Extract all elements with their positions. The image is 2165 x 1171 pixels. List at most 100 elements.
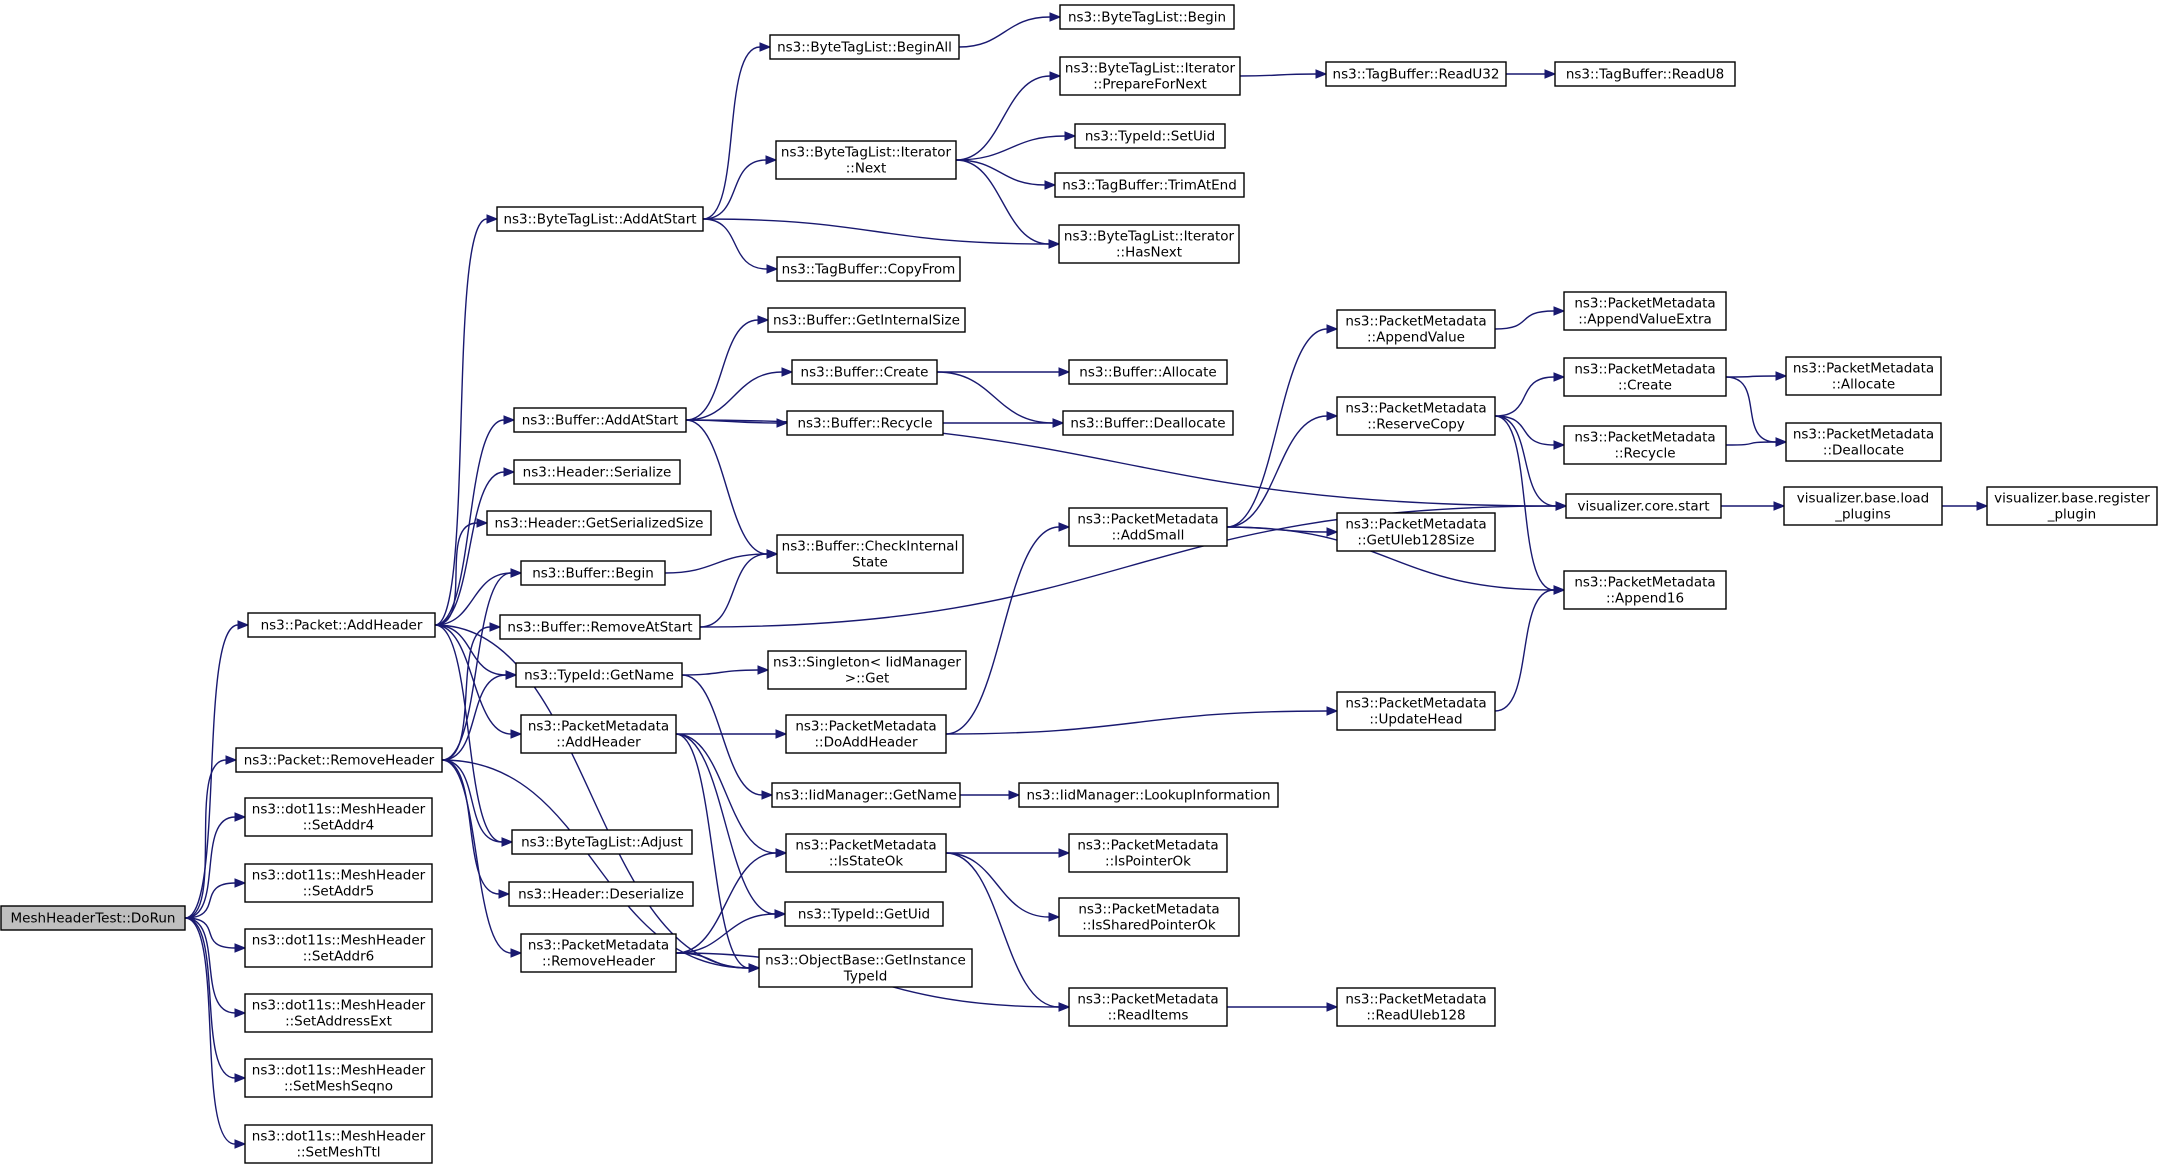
node-box[interactable] [758, 948, 973, 988]
node-buf_create[interactable]: ns3::Buffer::Create [791, 359, 938, 385]
node-box[interactable] [1074, 123, 1226, 149]
node-buf_recycle[interactable]: ns3::Buffer::Recycle [786, 410, 944, 436]
node-box[interactable] [1563, 291, 1727, 331]
node-box[interactable] [520, 714, 677, 754]
node-box[interactable] [244, 863, 433, 903]
node-pm_readuleb128[interactable]: ns3::PacketMetadata::ReadUleb128 [1336, 987, 1496, 1027]
node-buf_getinternalsize[interactable]: ns3::Buffer::GetInternalSize [767, 307, 966, 333]
node-box[interactable] [1783, 486, 1943, 526]
node-box[interactable] [244, 1124, 433, 1164]
node-box[interactable] [1563, 357, 1727, 397]
node-box[interactable] [520, 933, 677, 973]
node-pm_readitems[interactable]: ns3::PacketMetadata::ReadItems [1068, 987, 1228, 1027]
node-hdr_getsersize[interactable]: ns3::Header::GetSerializedSize [486, 510, 712, 536]
node-box[interactable] [520, 560, 666, 586]
node-btli_preparefornext[interactable]: ns3::ByteTagList::Iterator::PrepareForNe… [1059, 56, 1241, 96]
node-box[interactable] [1563, 425, 1727, 465]
node-hdr_serialize[interactable]: ns3::Header::Serialize [513, 459, 681, 485]
node-box[interactable] [496, 206, 704, 232]
node-pm_doaddheader[interactable]: ns3::PacketMetadata::DoAddHeader [785, 714, 947, 754]
node-box[interactable] [1068, 833, 1228, 873]
node-buf_removeatstart[interactable]: ns3::Buffer::RemoveAtStart [499, 614, 701, 640]
node-addheader[interactable]: ns3::Packet::AddHeader [247, 612, 436, 638]
node-box[interactable] [235, 747, 443, 773]
node-hdr_deserialize[interactable]: ns3::Header::Deserialize [508, 881, 694, 907]
node-box[interactable] [767, 650, 967, 690]
node-btli_next[interactable]: ns3::ByteTagList::Iterator::Next [775, 140, 957, 180]
node-viz_register_plugin[interactable]: visualizer.base.register_plugin [1986, 486, 2158, 526]
node-box[interactable] [244, 993, 433, 1033]
node-box[interactable] [1068, 359, 1228, 385]
node-setaddr5[interactable]: ns3::dot11s::MeshHeader::SetAddr5 [244, 863, 433, 903]
node-typeid_getuid[interactable]: ns3::TypeId::GetUid [784, 901, 944, 927]
node-box[interactable] [786, 410, 944, 436]
node-setaddr4[interactable]: ns3::dot11s::MeshHeader::SetAddr4 [244, 797, 433, 837]
node-box[interactable] [1986, 486, 2158, 526]
node-box[interactable] [1785, 356, 1942, 396]
node-pm_create[interactable]: ns3::PacketMetadata::Create [1563, 357, 1727, 397]
node-box[interactable] [1059, 4, 1235, 30]
node-box[interactable] [1336, 309, 1496, 349]
node-tb_copyfrom[interactable]: ns3::TagBuffer::CopyFrom [776, 256, 961, 282]
node-box[interactable] [1054, 172, 1245, 198]
node-pm_isstateok[interactable]: ns3::PacketMetadata::IsStateOk [785, 833, 947, 873]
node-box[interactable] [513, 459, 681, 485]
node-pm_getuleb128size[interactable]: ns3::PacketMetadata::GetUleb128Size [1336, 512, 1496, 552]
node-box[interactable] [511, 829, 693, 855]
node-typeid_getname[interactable]: ns3::TypeId::GetName [515, 662, 683, 688]
node-box[interactable] [767, 307, 966, 333]
node-box[interactable] [1336, 987, 1496, 1027]
node-btl_begin[interactable]: ns3::ByteTagList::Begin [1059, 4, 1235, 30]
node-pm_reservecopy[interactable]: ns3::PacketMetadata::ReserveCopy [1336, 396, 1496, 436]
node-box[interactable] [776, 534, 964, 574]
node-setmeshttl[interactable]: ns3::dot11s::MeshHeader::SetMeshTtl [244, 1124, 433, 1164]
node-viz_core_start[interactable]: visualizer.core.start [1565, 493, 1722, 519]
node-box[interactable] [247, 612, 436, 638]
node-box[interactable] [515, 662, 683, 688]
node-box[interactable] [785, 714, 947, 754]
node-pm_ispointerok[interactable]: ns3::PacketMetadata::IsPointerOk [1068, 833, 1228, 873]
node-viz_load_plugins[interactable]: visualizer.base.load_plugins [1783, 486, 1943, 526]
node-btl_beginall[interactable]: ns3::ByteTagList::BeginAll [769, 34, 960, 60]
node-btli_hasnext[interactable]: ns3::ByteTagList::Iterator::HasNext [1058, 224, 1240, 264]
node-box[interactable] [775, 140, 957, 180]
node-setmeshseqno[interactable]: ns3::dot11s::MeshHeader::SetMeshSeqno [244, 1058, 433, 1098]
node-setaddr6[interactable]: ns3::dot11s::MeshHeader::SetAddr6 [244, 928, 433, 968]
node-pm_removeheader[interactable]: ns3::PacketMetadata::RemoveHeader [520, 933, 677, 973]
node-box[interactable] [244, 928, 433, 968]
node-pm_addheader[interactable]: ns3::PacketMetadata::AddHeader [520, 714, 677, 754]
node-buf_begin[interactable]: ns3::Buffer::Begin [520, 560, 666, 586]
node-box[interactable] [1068, 987, 1228, 1027]
node-tb_trimatend[interactable]: ns3::TagBuffer::TrimAtEnd [1054, 172, 1245, 198]
node-box[interactable] [769, 34, 960, 60]
node-buf_deallocate[interactable]: ns3::Buffer::Deallocate [1062, 410, 1234, 436]
node-singleton_get[interactable]: ns3::Singleton< IidManager>::Get [767, 650, 967, 690]
node-dorun[interactable]: MeshHeaderTest::DoRun [0, 905, 186, 931]
node-pm_issharedpointerok[interactable]: ns3::PacketMetadata::IsSharedPointerOk [1058, 897, 1240, 937]
node-box[interactable] [1058, 897, 1240, 937]
node-box[interactable] [513, 407, 687, 433]
node-box[interactable] [784, 901, 944, 927]
node-box[interactable] [1018, 782, 1279, 808]
node-box[interactable] [1325, 61, 1507, 87]
node-box[interactable] [244, 1058, 433, 1098]
node-typeid_setuid[interactable]: ns3::TypeId::SetUid [1074, 123, 1226, 149]
node-pm_append16[interactable]: ns3::PacketMetadata::Append16 [1563, 570, 1727, 610]
node-tb_readu8[interactable]: ns3::TagBuffer::ReadU8 [1554, 61, 1736, 87]
node-box[interactable] [1059, 56, 1241, 96]
node-box[interactable] [244, 797, 433, 837]
node-tb_readu32[interactable]: ns3::TagBuffer::ReadU32 [1325, 61, 1507, 87]
node-pm_appendvalue[interactable]: ns3::PacketMetadata::AppendValue [1336, 309, 1496, 349]
node-box[interactable] [1554, 61, 1736, 87]
node-buf_allocate[interactable]: ns3::Buffer::Allocate [1068, 359, 1228, 385]
node-box[interactable] [1336, 691, 1496, 731]
node-iid_lookupinfo[interactable]: ns3::IidManager::LookupInformation [1018, 782, 1279, 808]
node-pm_allocate[interactable]: ns3::PacketMetadata::Allocate [1785, 356, 1942, 396]
node-pm_updatehead[interactable]: ns3::PacketMetadata::UpdateHead [1336, 691, 1496, 731]
node-box[interactable] [776, 256, 961, 282]
node-btl_adjust[interactable]: ns3::ByteTagList::Adjust [511, 829, 693, 855]
node-pm_appendvalueextra[interactable]: ns3::PacketMetadata::AppendValueExtra [1563, 291, 1727, 331]
node-setaddressext[interactable]: ns3::dot11s::MeshHeader::SetAddressExt [244, 993, 433, 1033]
